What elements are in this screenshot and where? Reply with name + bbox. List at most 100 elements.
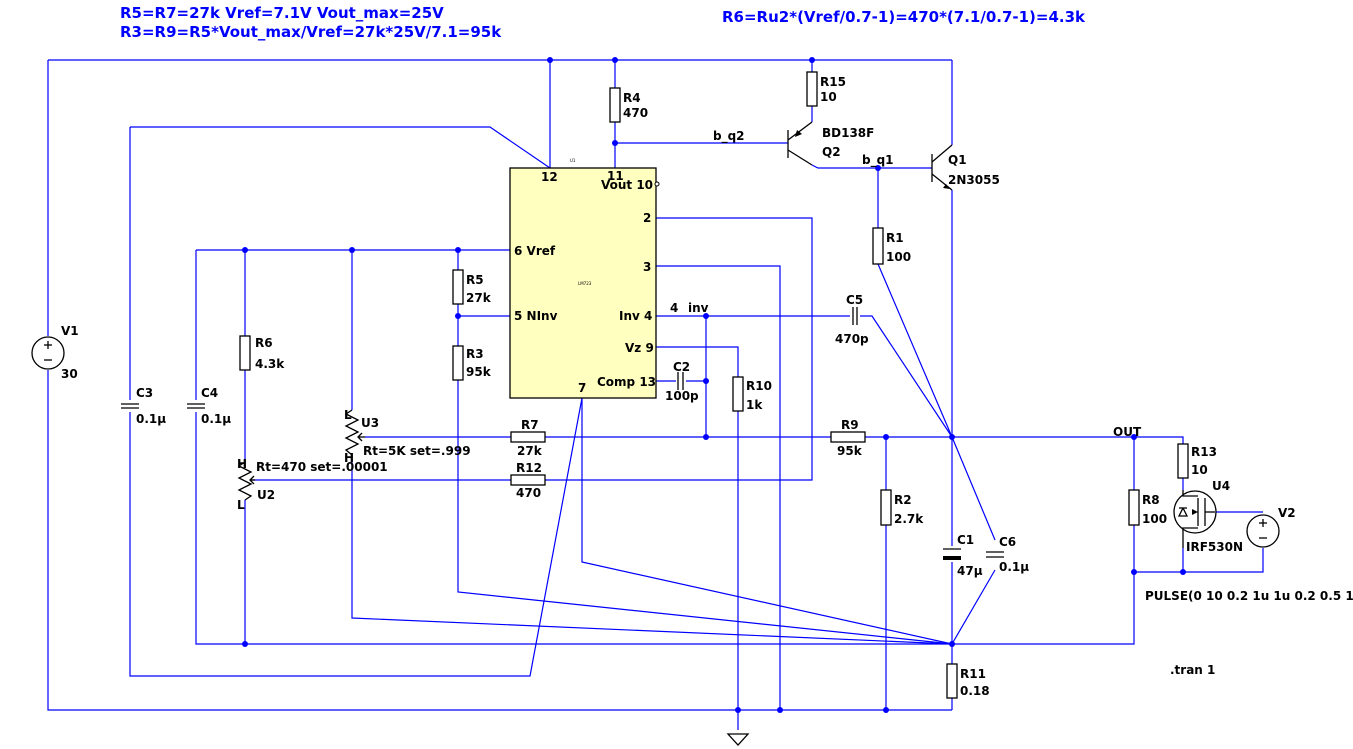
svg-text:100: 100 xyxy=(1142,512,1167,526)
net-label-b-q2: b_q2 xyxy=(713,129,745,144)
net-label-b-q1: b_q1 xyxy=(862,153,894,168)
ic-pin-3: 3 xyxy=(643,260,651,274)
svg-text:0.1µ: 0.1µ xyxy=(136,412,166,426)
svg-text:R10: R10 xyxy=(746,379,772,393)
resistor-r2: R2 2.7k xyxy=(880,489,924,526)
svg-text:100: 100 xyxy=(886,250,911,264)
svg-text:U4: U4 xyxy=(1212,479,1230,493)
ic-body xyxy=(509,167,657,399)
capacitor-c1: C1 47µ xyxy=(943,533,983,578)
ic-name: U1 xyxy=(570,158,576,163)
net-label-inv-pin: 4 xyxy=(670,301,678,315)
capacitor-c4: C4 0.1µ xyxy=(187,386,231,426)
svg-text:C4: C4 xyxy=(201,386,218,400)
svg-text:C6: C6 xyxy=(999,535,1016,549)
svg-text:H: H xyxy=(237,457,247,471)
resistor-r7: R7 27k xyxy=(510,418,546,458)
svg-text:C5: C5 xyxy=(846,293,863,307)
svg-text:Q2: Q2 xyxy=(822,145,841,159)
capacitor-c5: C5 470p xyxy=(835,293,869,346)
annotation-line-3: R6=Ru2*(Vref/0.7-1)=470*(7.1/0.7-1)=4.3k xyxy=(722,8,1086,26)
net-label-out: OUT xyxy=(1113,425,1142,439)
svg-text:0.1µ: 0.1µ xyxy=(201,412,231,426)
resistor-r12: R12 470 xyxy=(510,461,546,500)
annotation-line-2: R3=R9=R5*Vout_max/Vref=27k*25V/7.1=95k xyxy=(120,23,502,41)
svg-text:10: 10 xyxy=(820,90,837,104)
svg-text:2N3055: 2N3055 xyxy=(948,173,1000,187)
svg-text:0.18: 0.18 xyxy=(960,684,990,698)
ic-pin-12: 12 xyxy=(541,170,558,184)
svg-text:4.3k: 4.3k xyxy=(255,357,285,371)
svg-text:L: L xyxy=(344,408,352,422)
svg-text:V2: V2 xyxy=(1278,506,1296,520)
ic-pin-comp: Comp 13 xyxy=(597,375,656,389)
ground-symbol xyxy=(726,733,750,746)
capacitor-c3: C3 0.1µ xyxy=(121,386,166,426)
resistor-r10: R10 1k xyxy=(732,376,772,412)
potentiometer-u2: H Rt=470 set=.00001 U2 L xyxy=(237,457,388,512)
resistor-r1: R1 100 xyxy=(872,227,911,265)
svg-text:1k: 1k xyxy=(746,398,763,412)
ic-u1: U1 LM723 12 11 Vout 10 2 3 6 Vref 5 NInv… xyxy=(509,158,660,399)
capacitor-c6: C6 0.1µ xyxy=(986,535,1029,574)
svg-text:95k: 95k xyxy=(466,365,492,379)
ic-pin-inv: Inv 4 xyxy=(619,309,652,323)
annotation-line-1: R5=R7=27k Vref=7.1V Vout_max=25V xyxy=(120,4,444,22)
svg-text:R13: R13 xyxy=(1191,445,1217,459)
ic-pin-ninv: 5 NInv xyxy=(514,309,558,323)
svg-text:C3: C3 xyxy=(136,386,153,400)
svg-text:C1: C1 xyxy=(957,533,974,547)
voltage-source-v2: V2 PULSE(0 10 0.2 1u 1u 0.2 0.5 1) xyxy=(1145,506,1353,603)
ic-pin-vout: Vout 10 xyxy=(601,178,653,192)
svg-text:IRF530N: IRF530N xyxy=(1186,540,1243,554)
svg-text:BD138F: BD138F xyxy=(822,126,874,140)
resistor-r3: R3 95k xyxy=(452,345,492,381)
svg-text:2.7k: 2.7k xyxy=(894,512,924,526)
svg-text:PULSE(0 10 0.2 1u 1u 0.2 0.5 1: PULSE(0 10 0.2 1u 1u 0.2 0.5 1) xyxy=(1145,589,1353,603)
net-label-inv: inv xyxy=(688,301,709,315)
svg-text:U3: U3 xyxy=(361,416,379,430)
svg-text:0.1µ: 0.1µ xyxy=(999,560,1029,574)
resistor-r4: R4 470 xyxy=(609,87,648,123)
junction-dots xyxy=(242,57,1186,713)
svg-text:R9: R9 xyxy=(841,418,859,432)
svg-text:R3: R3 xyxy=(466,347,484,361)
svg-text:R6: R6 xyxy=(255,336,273,350)
svg-text:100p: 100p xyxy=(665,389,699,403)
svg-text:10: 10 xyxy=(1191,463,1208,477)
svg-text:27k: 27k xyxy=(517,444,543,458)
svg-text:V1: V1 xyxy=(61,324,79,338)
ic-pin-vref: 6 Vref xyxy=(514,244,556,258)
ic-pin-7: 7 xyxy=(578,381,586,395)
svg-text:Rt=470 set=.00001: Rt=470 set=.00001 xyxy=(256,460,388,474)
svg-text:R12: R12 xyxy=(516,461,542,475)
svg-text:R4: R4 xyxy=(623,91,641,105)
ic-pin-11: 11 xyxy=(607,169,624,183)
svg-text:47µ: 47µ xyxy=(957,564,983,578)
capacitor-c2: C2 100p xyxy=(665,360,699,403)
resistor-r8: R8 100 xyxy=(1128,489,1167,526)
svg-text:30: 30 xyxy=(61,367,78,381)
svg-text:R5: R5 xyxy=(466,273,484,287)
svg-text:U2: U2 xyxy=(257,488,275,502)
svg-text:C2: C2 xyxy=(673,360,690,374)
resistor-r13: R13 10 xyxy=(1177,443,1217,479)
svg-text:L: L xyxy=(237,498,245,512)
svg-text:R8: R8 xyxy=(1142,493,1160,507)
svg-text:R11: R11 xyxy=(960,667,986,681)
transistor-q2: BD138F Q2 xyxy=(787,121,874,166)
ic-part: LM723 xyxy=(578,281,592,286)
svg-text:R15: R15 xyxy=(820,75,846,89)
ic-pin-2: 2 xyxy=(643,211,651,225)
voltage-source-v1: V1 30 xyxy=(31,324,79,381)
svg-text:27k: 27k xyxy=(466,291,492,305)
spice-directive: .tran 1 xyxy=(1170,663,1215,677)
svg-text:95k: 95k xyxy=(837,444,863,458)
resistor-r6: R6 4.3k xyxy=(239,335,285,371)
svg-text:R1: R1 xyxy=(886,231,904,245)
potentiometer-u3: L U3 H Rt=5K set=.999 xyxy=(344,408,471,465)
resistor-r11: R11 0.18 xyxy=(946,663,990,699)
transistor-q1: Q1 2N3055 xyxy=(931,144,1000,191)
resistor-r5: R5 27k xyxy=(452,269,492,305)
svg-text:R2: R2 xyxy=(894,493,912,507)
